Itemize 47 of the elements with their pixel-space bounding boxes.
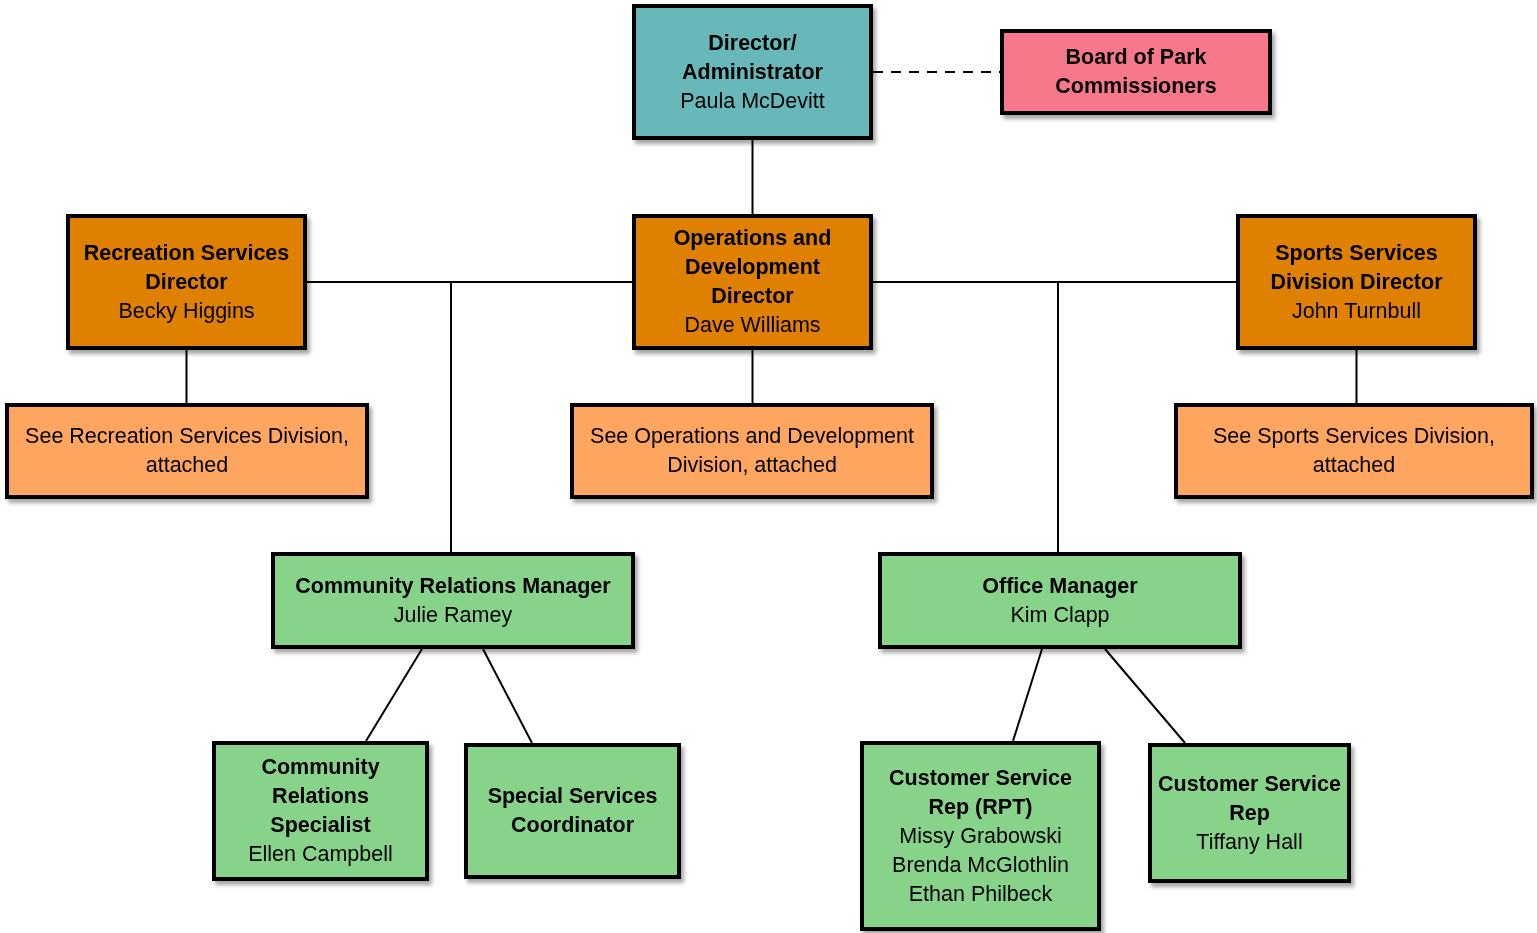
board-box [1000, 29, 1272, 115]
role-box [632, 214, 873, 350]
connector-line [1104, 648, 1186, 744]
connector-line [1355, 349, 1358, 404]
person-name: John Turnbull [1291, 297, 1422, 325]
role-title: Director/ Administrator [681, 29, 824, 86]
person-name: Tiffany Hall [1196, 828, 1303, 856]
connector-line [482, 648, 533, 744]
role-title: Customer Service Rep (RPT) [888, 764, 1073, 821]
person-name: Missy Grabowski [899, 822, 1062, 850]
note-text: See Operations and Development Division, attached [589, 423, 915, 479]
connector-line [185, 349, 188, 404]
person-name: Brenda McGlothlin [892, 851, 1069, 879]
person-name: Becky Higgins [118, 297, 255, 325]
role-box [860, 741, 1101, 931]
person-name: Julie Ramey [393, 601, 513, 629]
role-box [464, 743, 681, 879]
role-title: Community Relations Manager [295, 572, 611, 600]
role-box [878, 552, 1242, 649]
role-title: Recreation Services Director [82, 239, 291, 296]
role-title: Office Manager [982, 572, 1138, 600]
connector-line [751, 349, 754, 404]
role-title: Special Services Coordinator [486, 783, 659, 839]
role-title: Board of Park Commissioners [1054, 44, 1218, 100]
connector-line [365, 648, 423, 742]
note-box [570, 403, 934, 499]
connector-line [1012, 648, 1043, 742]
role-title: Sports Services Division Director [1269, 239, 1444, 296]
role-title: Operations and Development Director [672, 225, 833, 310]
role-box [271, 552, 635, 649]
role-box [212, 741, 429, 881]
person-name: Paula McDevitt [680, 87, 825, 115]
person-name: Kim Clapp [1010, 601, 1110, 629]
connector-line [751, 139, 754, 215]
role-box [1236, 214, 1477, 350]
note-text: See Sports Services Division, attached [1212, 423, 1496, 479]
person-name: Ellen Campbell [248, 841, 393, 868]
role-title: Customer Service Rep [1158, 770, 1341, 827]
role-title: Community Relations Specialist [260, 754, 381, 839]
note-box [5, 403, 369, 499]
person-name: Ethan Philbeck [908, 880, 1053, 908]
role-box [1148, 743, 1351, 883]
note-text: See Recreation Services Division, attached [24, 423, 350, 479]
role-box [66, 214, 307, 350]
person-name: Dave Williams [684, 312, 821, 339]
note-box [1174, 403, 1534, 499]
role-box [632, 4, 873, 140]
